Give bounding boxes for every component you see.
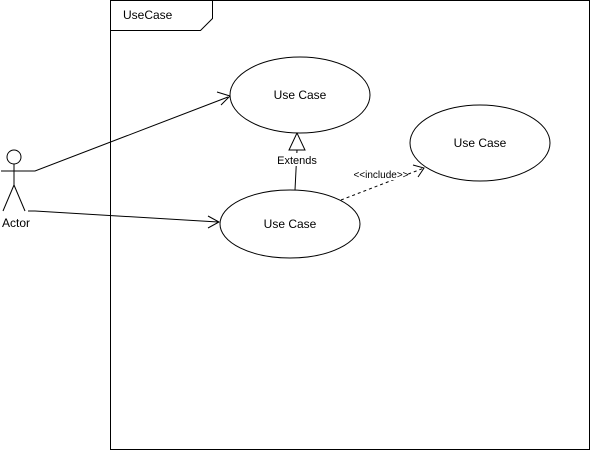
include-label: <<include>>	[353, 170, 408, 181]
include-relation[interactable]: <<include>>	[340, 164, 425, 201]
actor-label: Actor	[2, 216, 30, 230]
include-label-bg	[353, 168, 408, 180]
extends-arrowhead	[288, 131, 306, 151]
extends-label: Extends	[277, 155, 317, 167]
actor-head	[6, 149, 22, 165]
association-middle-line	[28, 210, 219, 223]
actor[interactable]: Actor	[1, 149, 30, 230]
use-case-middle-ellipse	[219, 189, 361, 259]
use-case-top-label: Use Case	[274, 88, 327, 102]
use-case-middle-label: Use Case	[264, 217, 317, 231]
use-case-right-label: Use Case	[454, 136, 507, 150]
use-case-right[interactable]: Use Case	[409, 104, 551, 182]
extends-relation[interactable]: Extends	[274, 131, 320, 191]
include-line	[340, 167, 425, 201]
use-case-right-ellipse	[409, 104, 551, 182]
actor-right-leg	[13, 184, 26, 212]
include-arrowhead	[412, 164, 425, 178]
frame-title-tab	[110, 0, 213, 31]
actor-left-leg	[2, 184, 15, 212]
use-case-middle[interactable]: Use Case	[219, 189, 361, 259]
use-case-top-ellipse	[229, 56, 371, 134]
association-middle-arrowhead	[207, 215, 221, 229]
use-case-top[interactable]: Use Case	[229, 56, 371, 134]
frame-title: UseCase	[123, 8, 173, 22]
association-middle[interactable]	[28, 210, 221, 229]
association-top-line	[28, 96, 229, 172]
extends-label-bg	[274, 153, 320, 166]
